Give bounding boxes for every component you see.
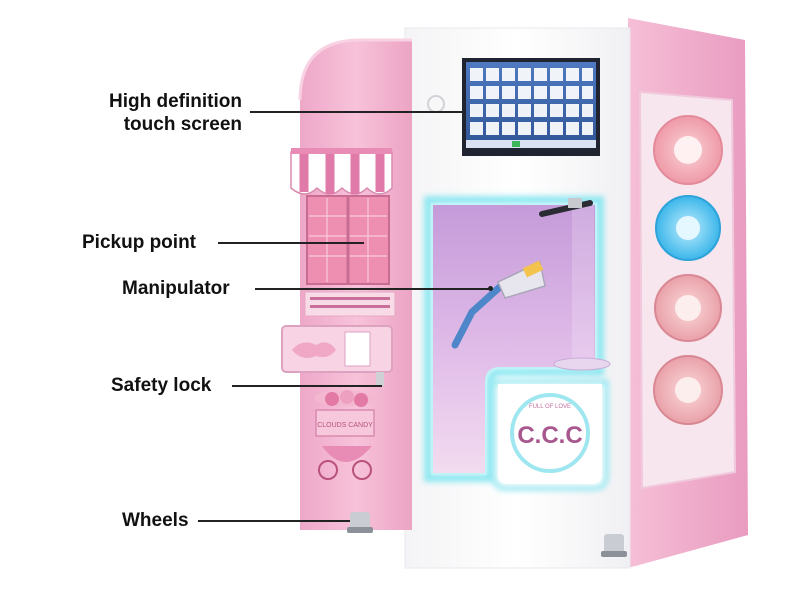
candy-cart-illustration (315, 390, 375, 480)
callout-safety-lock: Safety lock (111, 375, 212, 396)
callout-pickup-point: Pickup point (82, 232, 196, 253)
flower-center-3 (675, 295, 701, 321)
candy-output-bowl: FULL OF LOVE C.C.C (491, 379, 609, 491)
chinese-sign-panel (304, 291, 396, 317)
bowl-tagline: FULL OF LOVE (529, 404, 571, 410)
touch-screen (427, 58, 600, 156)
callout-touch-screen: High definition touch screen (70, 90, 242, 136)
bowl-logo: C.C.C (517, 422, 582, 449)
safety-lock-box (281, 325, 393, 386)
leader-line-wheels (198, 520, 350, 522)
callout-touch-screen-line1: High definition (109, 91, 242, 112)
callout-touch-screen-line2: touch screen (123, 114, 242, 135)
flower-display-column (653, 115, 723, 425)
candy-shop-awning (290, 148, 393, 195)
making-chamber (424, 196, 611, 482)
callout-wheels: Wheels (122, 510, 189, 531)
callout-manipulator: Manipulator (122, 278, 230, 299)
cart-sign-text: CLOUDS CANDY (317, 422, 373, 429)
leader-line-pickup-point (218, 242, 364, 244)
leader-line-manipulator (255, 288, 490, 290)
flower-center-1 (674, 136, 702, 164)
pickup-point-window (306, 195, 390, 285)
leader-line-touch-screen (250, 111, 465, 113)
leader-dot-manipulator (488, 286, 493, 291)
flower-center-2 (676, 216, 700, 240)
machine-wheels (347, 512, 627, 557)
flower-center-4 (675, 377, 701, 403)
leader-line-safety-lock (232, 385, 382, 387)
manipulator-arm (451, 198, 593, 349)
